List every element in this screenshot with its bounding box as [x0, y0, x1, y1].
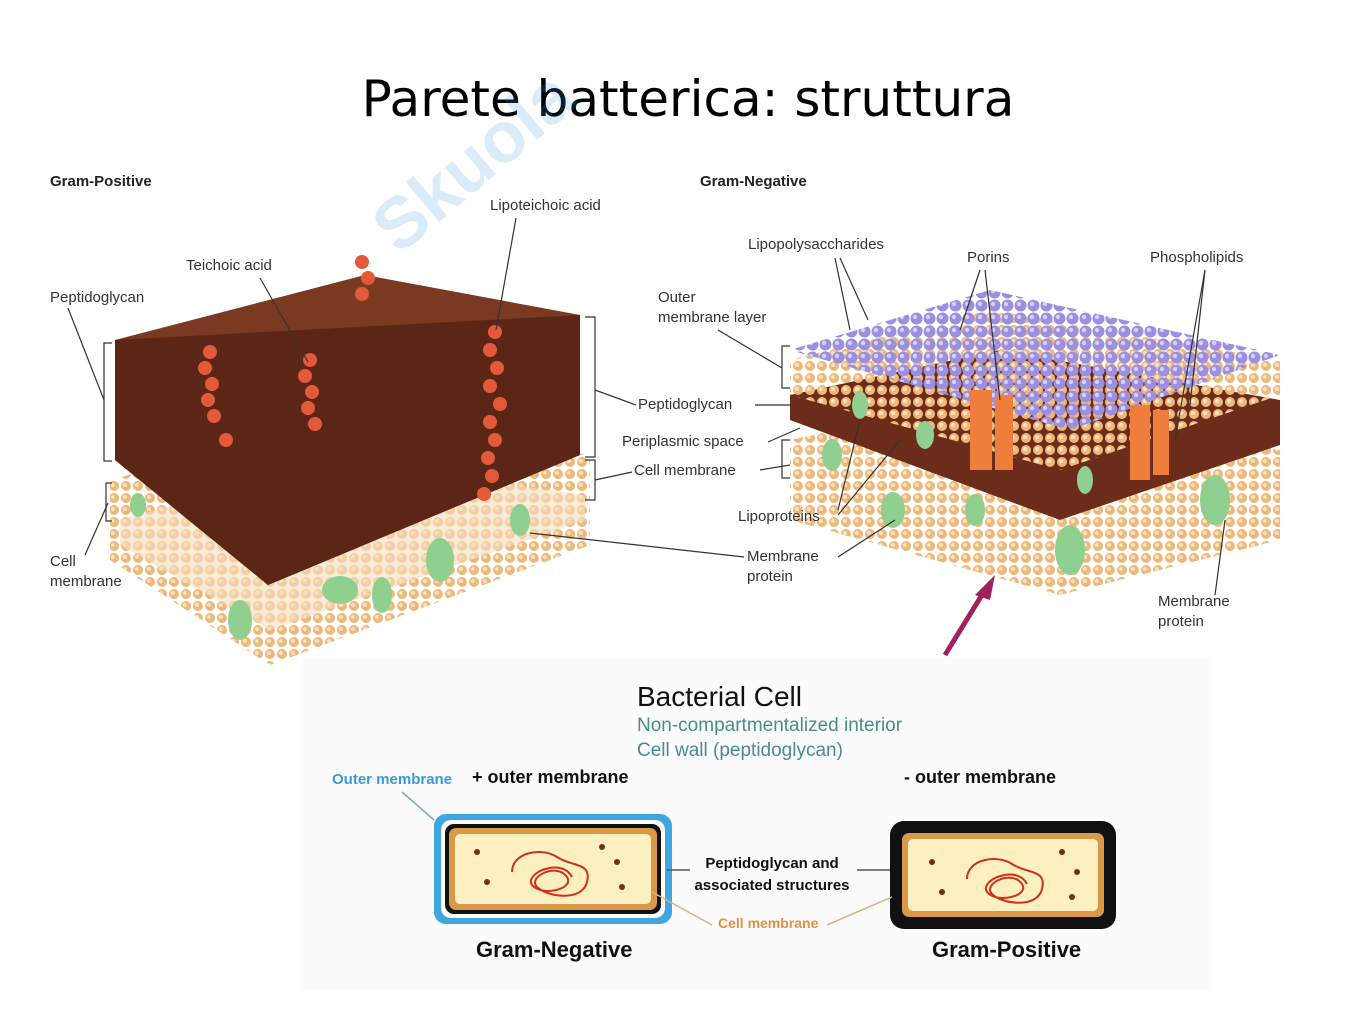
label-teichoic-acid: Teichoic acid [186, 257, 272, 274]
membrane-proteins [130, 493, 530, 640]
label-cell-membrane-2: membrane [50, 573, 122, 590]
peptidoglycan-label-line-2: associated structures [694, 877, 850, 894]
label-lipoteichoic-acid: Lipoteichoic acid [490, 197, 601, 214]
label-membrane-protein-right: Membrane [1158, 593, 1230, 610]
bacterial-cell-panel: Bacterial Cell Non-compartmentalized int… [302, 657, 1210, 990]
cell-membrane-label: Cell membrane [718, 915, 819, 931]
label-outer-membrane: Outer [658, 289, 696, 306]
bacterial-cell-title: Bacterial Cell [637, 681, 802, 712]
label-lipoproteins: Lipoproteins [738, 508, 820, 525]
label-peptidoglycan: Peptidoglycan [50, 289, 145, 306]
teichoic-acid-chains [198, 255, 507, 501]
label-membrane-protein-right-2: protein [1158, 613, 1204, 630]
outer-membrane-label: Outer membrane [332, 771, 453, 788]
minus-outer-membrane: - outer membrane [904, 767, 1057, 787]
gram-negative-label: Gram-Negative [476, 937, 633, 962]
bacterial-cell-subtitle-1: Non-compartmentalized interior [637, 715, 903, 736]
label-membrane-protein: Membrane [747, 548, 819, 565]
peptidoglycan-block [115, 275, 580, 585]
peptidoglycan-label: Peptidoglycan and associated structures [682, 853, 862, 897]
label-phospholipids: Phospholipids [1150, 249, 1244, 266]
cell-schematics [401, 791, 1116, 929]
label-periplasmic-space: Periplasmic space [622, 433, 744, 450]
plus-outer-membrane: + outer membrane [472, 767, 629, 787]
gram-positive-heading: Gram-Positive [50, 173, 152, 190]
label-gn-peptidoglycan: Peptidoglycan [638, 396, 733, 413]
peptidoglycan-label-line-1: Peptidoglycan and [705, 855, 839, 872]
watermark-logo: Skuola [357, 55, 590, 269]
label-lipopolysaccharides: Lipopolysaccharides [748, 236, 884, 253]
label-cell-membrane: Cell [50, 553, 76, 570]
label-membrane-protein-2: protein [747, 568, 793, 585]
gram-negative-heading: Gram-Negative [700, 173, 807, 190]
label-gn-cell-membrane: Cell membrane [634, 462, 736, 479]
label-outer-membrane-2: membrane layer [658, 309, 767, 326]
gram-negative-layers [790, 290, 1280, 595]
label-porins: Porins [967, 249, 1010, 266]
gram-positive-label: Gram-Positive [932, 937, 1082, 962]
svg-text:Skuola: Skuola [357, 55, 590, 269]
slide-title: Parete batterica: struttura [361, 70, 1015, 128]
bacterial-cell-subtitle-2: Cell wall (peptidoglycan) [637, 740, 843, 761]
